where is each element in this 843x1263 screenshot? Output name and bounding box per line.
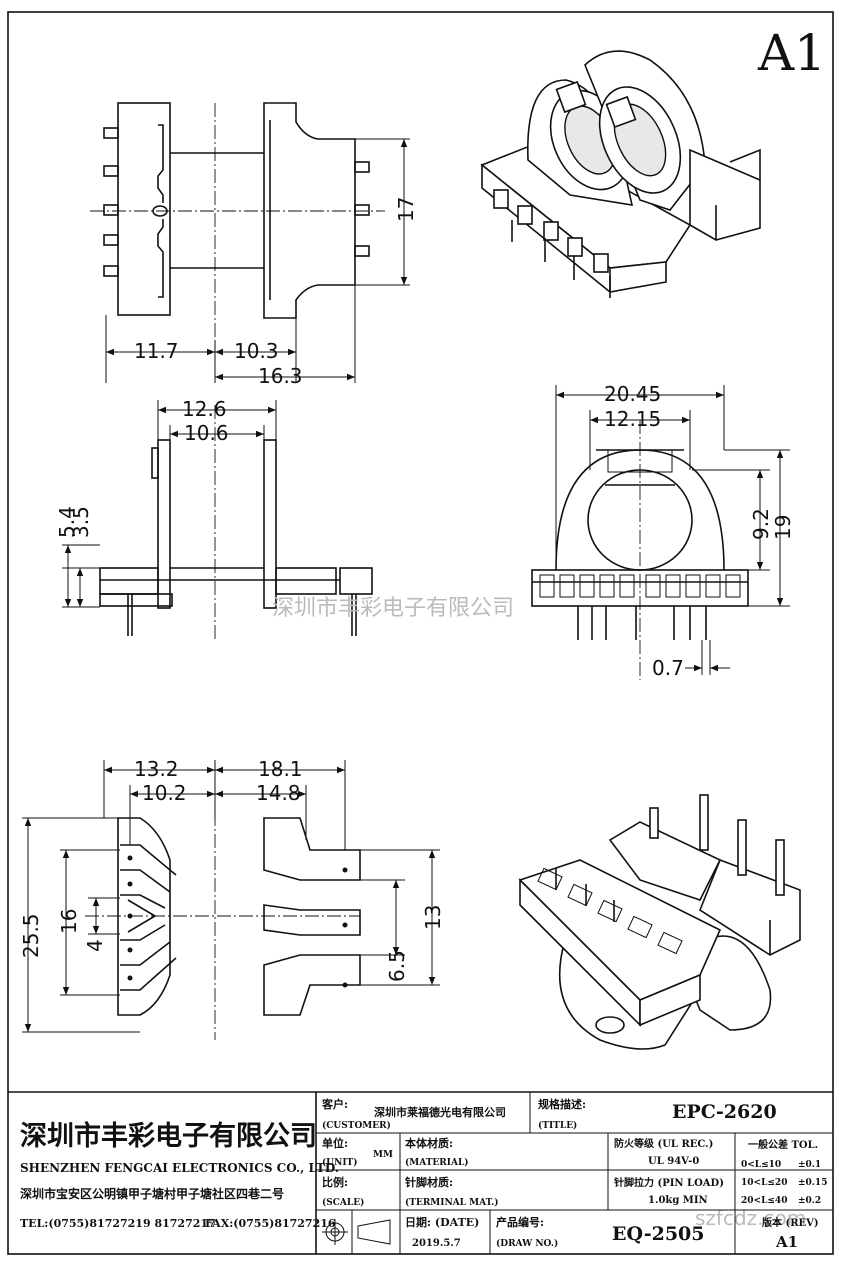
- dim-9-2: 9.2: [749, 508, 773, 540]
- company-fax: FAX:(0755)81727216: [205, 1217, 336, 1230]
- dim-12-15: 12.15: [604, 407, 661, 431]
- dim-19: 19: [771, 515, 795, 540]
- company-tel: TEL:(0755)81727219 81727217: [20, 1217, 216, 1230]
- spec-label: 规格描述:: [538, 1097, 586, 1111]
- rev-value: A1: [775, 1233, 798, 1251]
- revision-badge: A1: [757, 24, 826, 82]
- dim-14-8: 14.8: [256, 781, 301, 805]
- tolerance-value-1: ±0.1: [798, 1160, 821, 1170]
- dim-10-6: 10.6: [184, 421, 229, 445]
- drawno-label-en: (DRAW NO.): [496, 1238, 558, 1249]
- dim-6-5: 6.5: [385, 950, 409, 982]
- customer-value: 深圳市莱福德光电有限公司: [374, 1105, 506, 1119]
- date-label: 日期: (DATE): [405, 1215, 479, 1229]
- dim-17: 17: [394, 197, 418, 222]
- tolerance-label: 一般公差 TOL.: [748, 1138, 818, 1151]
- drawno-value: EQ-2505: [612, 1223, 705, 1245]
- tolerance-range-3: 20<L≤40: [741, 1196, 787, 1206]
- end-view: 20.45 12.15 9.2 19 0.7: [531, 382, 795, 680]
- dim-10-3: 10.3: [234, 339, 279, 363]
- dim-11-7: 11.7: [134, 339, 179, 363]
- terminal-label: 针脚材质:: [405, 1175, 453, 1189]
- isometric-view-top: [480, 50, 761, 298]
- side-view: 12.6 10.6 5.4 3.5: [55, 397, 373, 640]
- sheet-border: [7, 11, 834, 1255]
- tolerance-value-2: ±0.15: [798, 1178, 827, 1188]
- terminal-label-en: (TERMINAL MAT.): [405, 1197, 499, 1208]
- company-address: 深圳市宝安区公明镇甲子塘村甲子塘社区四巷二号: [20, 1186, 284, 1201]
- drawno-label: 产品编号:: [496, 1215, 544, 1229]
- customer-label-en: (CUSTOMER): [322, 1120, 391, 1131]
- material-label: 本体材质:: [405, 1136, 453, 1150]
- dim-4: 4: [83, 939, 107, 952]
- unit-label-en: (UNIT): [322, 1157, 358, 1168]
- dim-5-4: 5.4: [55, 506, 79, 538]
- watermark-company: 深圳市丰彩电子有限公司: [272, 596, 514, 621]
- dim-12-6: 12.6: [182, 397, 227, 421]
- tolerance-range-1: 0<L≤10: [741, 1160, 781, 1170]
- front-view: 17 11.7 10.3 16.3: [90, 102, 418, 388]
- dim-10-2: 10.2: [142, 781, 187, 805]
- dim-20-45: 20.45: [604, 382, 661, 406]
- dim-13: 13: [421, 905, 445, 930]
- title-block: 深圳市丰彩电子有限公司 SHENZHEN FENGCAI ELECTRONICS…: [8, 1091, 833, 1254]
- company-name-cn: 深圳市丰彩电子有限公司: [20, 1120, 317, 1152]
- flame-label: 防火等级 (UL REC.): [614, 1137, 713, 1150]
- rev-label: 版本 (REV): [762, 1216, 819, 1229]
- scale-label-en: (SCALE): [322, 1197, 364, 1208]
- dim-18-1: 18.1: [258, 757, 303, 781]
- date-value: 2019.5.7: [412, 1238, 461, 1249]
- spec-label-en: (TITLE): [538, 1120, 577, 1131]
- isometric-view-bottom: [518, 794, 801, 1050]
- top-view: 13.2 10.2 18.1 14.8 25.5 16 4 13 6.5: [19, 757, 445, 1040]
- pinload-label: 针脚拉力 (PIN LOAD): [614, 1176, 724, 1189]
- dim-16: 16: [57, 909, 81, 934]
- customer-label: 客户:: [321, 1097, 348, 1111]
- tolerance-value-3: ±0.2: [798, 1196, 821, 1206]
- tolerance-range-2: 10<L≤20: [741, 1178, 787, 1188]
- unit-value: MM: [373, 1150, 393, 1160]
- projection-symbol: [322, 1219, 391, 1245]
- unit-label: 单位:: [322, 1136, 348, 1150]
- pinload-value: 1.0kg MIN: [648, 1195, 708, 1206]
- material-label-en: (MATERIAL): [405, 1157, 469, 1168]
- dim-13-2: 13.2: [134, 757, 179, 781]
- dim-16-3: 16.3: [258, 364, 303, 388]
- company-name-en: SHENZHEN FENGCAI ELECTRONICS CO., LTD.: [20, 1161, 339, 1175]
- dim-3-5: 3.5: [69, 506, 93, 538]
- scale-label: 比例:: [322, 1175, 348, 1189]
- spec-value: EPC-2620: [672, 1101, 777, 1123]
- dim-25-5: 25.5: [19, 913, 43, 958]
- flame-value: UL 94V-0: [648, 1156, 699, 1167]
- dim-0-7: 0.7: [652, 656, 684, 680]
